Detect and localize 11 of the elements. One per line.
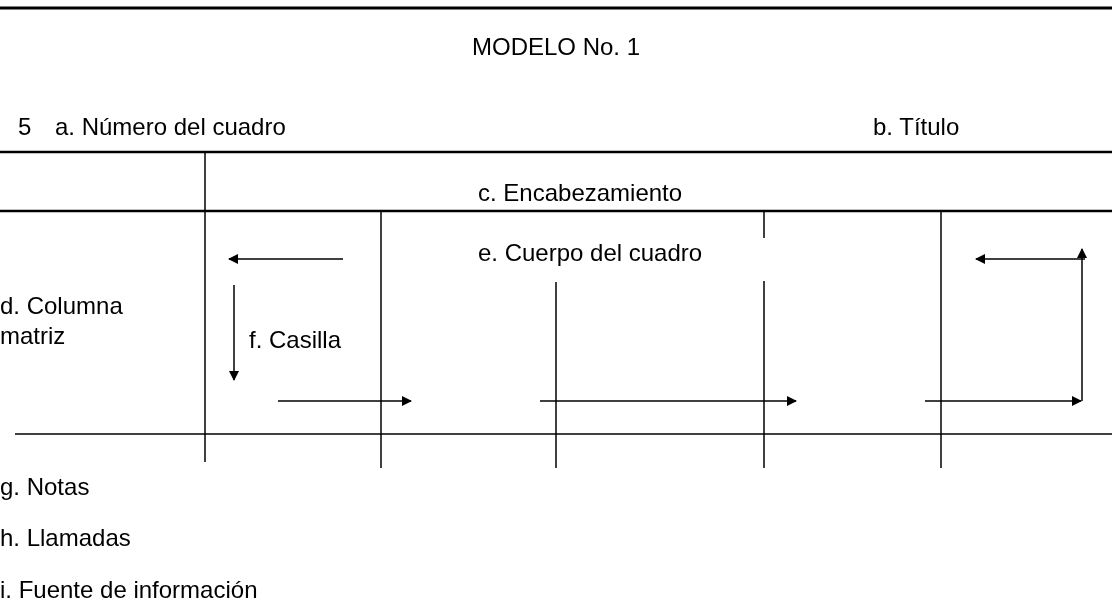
label: b. Título [873,113,960,141]
title: MODELO No. 1 [470,33,641,61]
label: a. Número del cuadro [55,113,286,141]
label: g. Notas [0,473,90,501]
label: d. Columna matriz [0,291,124,351]
table-number: 5 [18,113,32,141]
label: h. Llamadas [0,524,131,552]
label: e. Cuerpo del cuadro [478,239,703,267]
label: f. Casilla [249,326,342,354]
label: i. Fuente de información [0,576,258,602]
label: c. Encabezamiento [478,179,683,207]
